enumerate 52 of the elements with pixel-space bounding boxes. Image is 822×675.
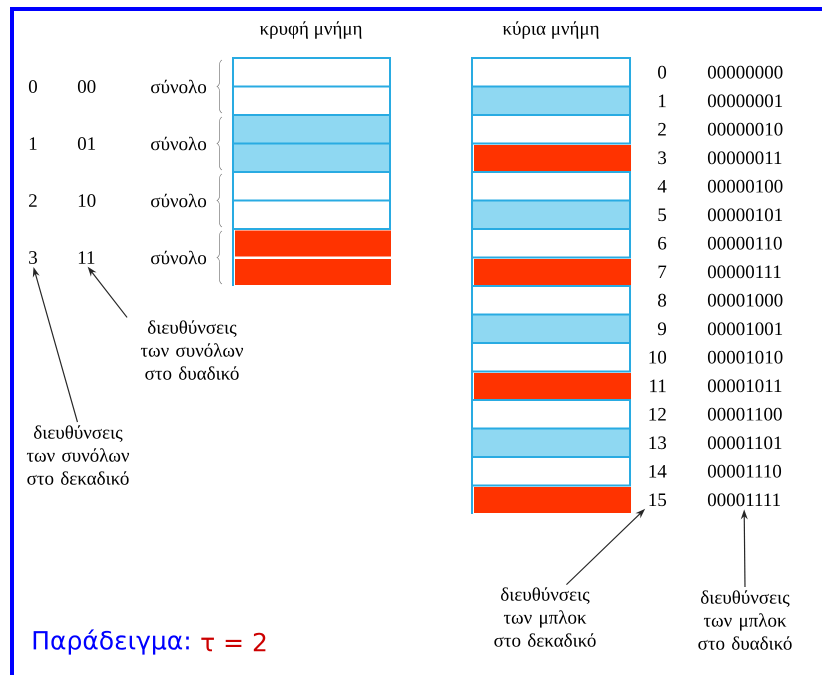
set-number: 11	[78, 251, 94, 264]
block-address: 00001101	[708, 436, 782, 450]
set-label: σύνολο	[151, 194, 206, 208]
set-number: 0	[28, 80, 37, 93]
block-address: 8	[658, 294, 666, 307]
set-number: 00	[78, 80, 96, 93]
block-address: 4	[658, 180, 667, 192]
block-address: 00001110	[708, 464, 782, 478]
block-address: 3	[658, 151, 666, 164]
block-address: 00000100	[708, 180, 782, 193]
example-label: Παράδειγμα:	[34, 629, 189, 655]
block-address: 00000011	[708, 151, 782, 164]
set-label: σύνολο	[151, 250, 206, 264]
annotation-text: διευθύνσεις των συνόλων στο δυαδικό	[140, 320, 244, 380]
block-address: 6	[658, 236, 666, 250]
block-address: 1	[658, 94, 666, 108]
block-address: 0	[658, 66, 666, 79]
block-address: 00001010	[708, 350, 782, 364]
block-address: 00001100	[708, 408, 782, 421]
block-address: 15	[649, 493, 666, 506]
block-address: 00001001	[708, 322, 782, 336]
block-address: 00000111	[708, 265, 781, 278]
block-address: 00000101	[708, 208, 782, 222]
block-address: 14	[649, 464, 667, 478]
example-value: τ = 2	[201, 632, 266, 652]
block-address: 00001111	[708, 493, 780, 506]
annotation-text: διευθύνσεις των μπλοκ στο δεκαδικό	[494, 587, 596, 647]
block-address: 00001000	[708, 294, 782, 307]
block-address: 10	[649, 350, 666, 364]
memory-title: κρυφή μνήμη	[260, 21, 362, 39]
block-address: 12	[649, 408, 666, 420]
block-address: 2	[658, 122, 666, 136]
set-number: 01	[78, 137, 96, 150]
annotation-text: διευθύνσεις των μπλοκ στο δυαδικό	[698, 590, 792, 650]
block-address: 00000010	[708, 122, 782, 136]
block-address: 11	[650, 380, 666, 392]
annotation-text: διευθύνσεις των συνόλων στο δεκαδικό	[26, 425, 130, 485]
set-number: 3	[29, 251, 37, 264]
block-address: 00000000	[708, 66, 782, 79]
block-address: 00000001	[708, 94, 782, 108]
set-label: σύνολο	[151, 80, 206, 94]
set-number: 1	[30, 137, 37, 150]
block-address: 00000110	[708, 236, 782, 250]
block-address: 00001011	[708, 379, 782, 392]
set-number: 10	[78, 194, 96, 207]
block-address: 7	[658, 266, 666, 278]
block-address: 13	[649, 436, 666, 450]
set-number: 2	[29, 194, 37, 207]
set-label: σύνολο	[151, 136, 206, 150]
memory-title: κύρια μνήμη	[502, 21, 599, 39]
block-address: 9	[658, 322, 666, 336]
block-address: 5	[658, 208, 666, 222]
